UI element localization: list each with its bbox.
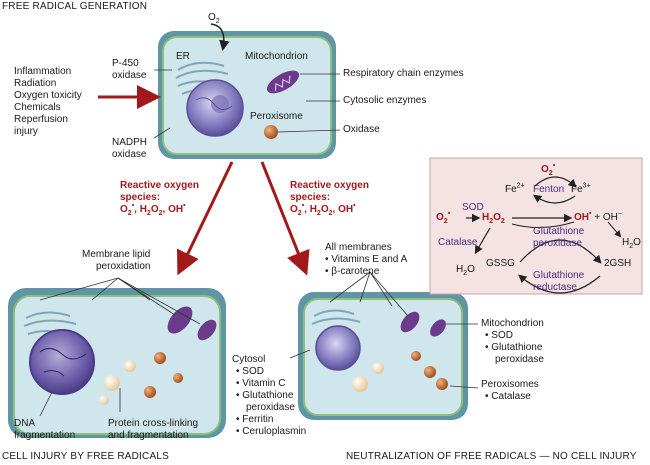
nadph-label: NADPH oxidase xyxy=(112,137,148,160)
mitochondria-icon xyxy=(167,306,217,341)
injured-cell xyxy=(8,288,226,438)
injury-leaders xyxy=(39,277,201,417)
peroxisome-label: Peroxisome xyxy=(250,111,303,122)
cytosolic-label: Cytosolic enzymes xyxy=(343,95,427,106)
title-cell-injury: CELL INJURY BY FREE RADICALS xyxy=(2,451,169,462)
er-label: ER xyxy=(176,51,190,62)
rx-gpx: Glutathione peroxidase xyxy=(533,226,585,249)
peroxisome-icon xyxy=(264,125,278,139)
ros-label-left: Reactive oxygen species: O2•, H2O2, OH• xyxy=(120,180,199,217)
o2-entry-arrow xyxy=(210,23,230,51)
cause-item: Chemicals xyxy=(14,102,61,113)
cause-item: Inflammation xyxy=(14,66,72,77)
cause-item: Reperfusion xyxy=(14,114,68,125)
injury-arrow xyxy=(176,161,234,276)
rx-sod: SOD xyxy=(462,202,484,213)
rx-oh: OH• + OH− xyxy=(574,210,622,223)
rx-h2o2: H2O2 xyxy=(482,212,505,225)
rx-h2o-left: H2O xyxy=(456,264,475,277)
rx-catalase: Catalase xyxy=(438,237,478,248)
mitochondrion-label: Mitochondrion xyxy=(245,51,308,62)
neutralization-arrow xyxy=(260,161,310,276)
protected-cell xyxy=(298,292,468,420)
mitochondrion-icon xyxy=(266,70,300,94)
reaction-box xyxy=(429,157,643,295)
rx-h2o-right: H2O xyxy=(622,237,641,250)
oxidase-label: Oxidase xyxy=(343,124,380,135)
lipid-peroxidation-label: Membrane lipid peroxidation xyxy=(82,249,151,272)
rx-gssg: GSSG xyxy=(486,258,515,269)
cause-item: Oxygen toxicity xyxy=(14,90,82,101)
ros-label-right: Reactive oxygen species: O2•, H2O2, OH• xyxy=(290,180,369,217)
mito-defense-label: Mitochondrion SOD Glutathione peroxidase xyxy=(481,318,544,366)
cause-item: injury xyxy=(14,126,38,137)
dna-fragmentation-label: DNA fragmentation xyxy=(14,418,76,441)
membranes-label: All membranes Vitamins E and A β-caroten… xyxy=(325,242,407,278)
rx-superoxide: O2• xyxy=(436,210,451,225)
top-cell xyxy=(158,31,336,159)
top-cell-leaders xyxy=(153,69,341,139)
cause-item: Radiation xyxy=(14,78,57,89)
p450-label: P-450 oxidase xyxy=(112,58,147,81)
title-neutralization: NEUTRALIZATION OF FREE RADICALS — NO CEL… xyxy=(346,451,637,462)
protein-crosslinking-label: Protein cross-linking and fragmentation xyxy=(108,418,199,441)
rx-2gsh: 2GSH xyxy=(604,258,632,269)
rx-fe2: Fe2+ xyxy=(505,182,525,195)
causes-list: Inflammation Radiation Oxygen toxicity C… xyxy=(14,66,82,138)
rx-fenton: Fenton xyxy=(533,184,565,195)
o2-label: O2 xyxy=(208,12,220,25)
rx-fe3: Fe3+ xyxy=(571,182,591,195)
cytosol-label: Cytosol SOD Vitamin C Glutathione peroxi… xyxy=(232,354,306,438)
rx-gr: Glutathione reductase xyxy=(533,270,585,293)
rx-superoxide-top: O2• xyxy=(541,162,556,177)
nucleus-icon xyxy=(186,79,244,137)
title-free-radical-generation: FREE RADICAL GENERATION xyxy=(2,1,148,12)
vesicles-icon xyxy=(99,352,183,405)
peroxisome-defense-label: Peroxisomes Catalase xyxy=(481,379,539,403)
damaged-nucleus-icon xyxy=(29,329,95,395)
respiratory-label: Respiratory chain enzymes xyxy=(343,68,464,79)
